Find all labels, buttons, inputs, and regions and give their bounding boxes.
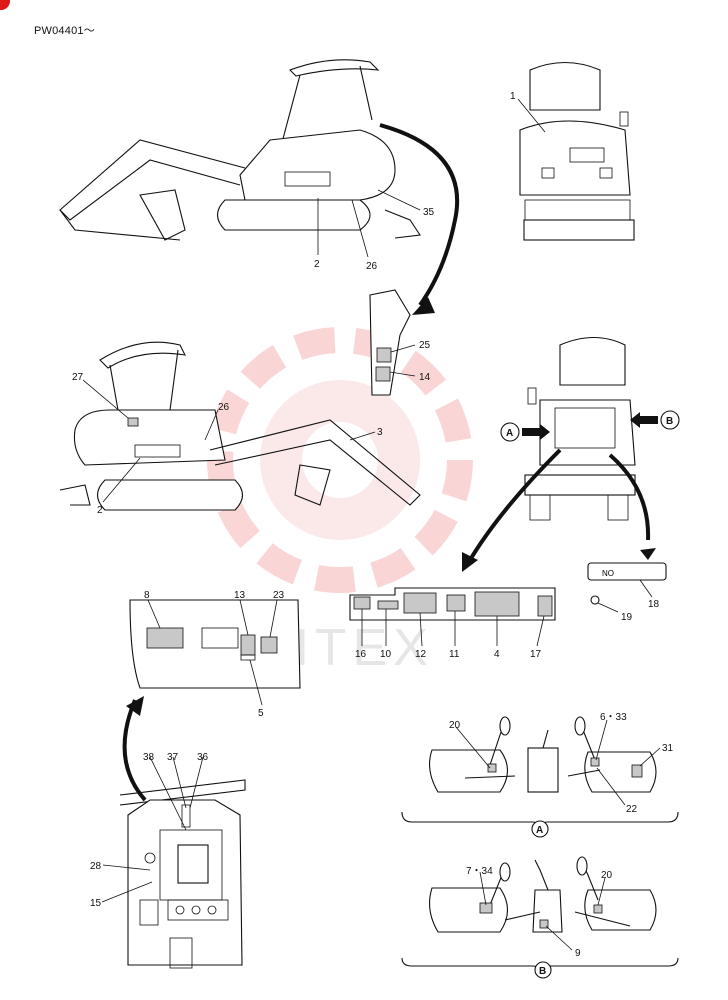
callout-8: 8 (144, 590, 150, 601)
serial-code: PW04401～ (34, 25, 95, 37)
callout-17: 17 (530, 649, 542, 660)
callout-5: 5 (258, 708, 264, 719)
callout-labels: 1 2 26 35 25 14 27 26 3 2 8 13 23 5 16 1… (72, 91, 674, 959)
callout-9: 9 (575, 948, 581, 959)
callout-18: 18 (648, 599, 660, 610)
nameplate: NO (587, 562, 667, 605)
view-marker-a (500, 422, 550, 442)
callout-28: 28 (90, 861, 102, 872)
callout-25: 25 (419, 340, 431, 351)
callout-6-33: 6・33 (600, 712, 627, 723)
callout-10: 10 (380, 649, 392, 660)
view-letter-b: B (666, 416, 673, 427)
callout-20-a: 20 (449, 720, 461, 731)
operator-station-top (119, 779, 246, 969)
nameplate-label: NO (602, 569, 614, 578)
callout-35: 35 (423, 207, 435, 218)
callout-13: 13 (234, 590, 246, 601)
excavator-rear-middle (524, 337, 636, 521)
callout-20-b: 20 (601, 870, 613, 881)
callout-12: 12 (415, 649, 427, 660)
callout-22: 22 (626, 804, 638, 815)
callout-23: 23 (273, 590, 285, 601)
callout-26-middle: 26 (218, 402, 230, 413)
callout-2-middle: 2 (97, 505, 103, 516)
callout-37: 37 (167, 752, 179, 763)
callout-19: 19 (621, 612, 633, 623)
detail-a-letter: A (536, 825, 543, 836)
callout-3: 3 (377, 427, 383, 438)
callout-26-top: 26 (366, 261, 378, 272)
callout-36: 36 (197, 752, 209, 763)
cab-panel-detail (129, 599, 301, 689)
decal-strip (349, 587, 556, 621)
leader-lines (82, 98, 661, 951)
excavator-side-top (59, 59, 421, 241)
callout-31: 31 (662, 743, 674, 754)
cab-post-detail (369, 289, 411, 396)
excavator-side-middle (59, 341, 421, 511)
callout-2-top: 2 (314, 259, 320, 270)
corner-marker (0, 0, 10, 10)
callout-16: 16 (355, 649, 367, 660)
callout-15: 15 (90, 898, 102, 909)
view-letter-a: A (506, 428, 513, 439)
callout-38: 38 (143, 752, 155, 763)
callout-27: 27 (72, 372, 84, 383)
view-marker-b (630, 410, 680, 430)
callout-1: 1 (510, 91, 516, 102)
callout-7-34: 7・34 (466, 866, 493, 877)
excavator-rear-top (519, 62, 635, 241)
callout-11: 11 (449, 649, 460, 660)
detail-a-levers (401, 716, 679, 838)
callout-14: 14 (419, 372, 431, 383)
callout-4: 4 (494, 649, 500, 660)
detail-b-levers (401, 856, 679, 979)
detail-b-letter: B (539, 966, 546, 977)
